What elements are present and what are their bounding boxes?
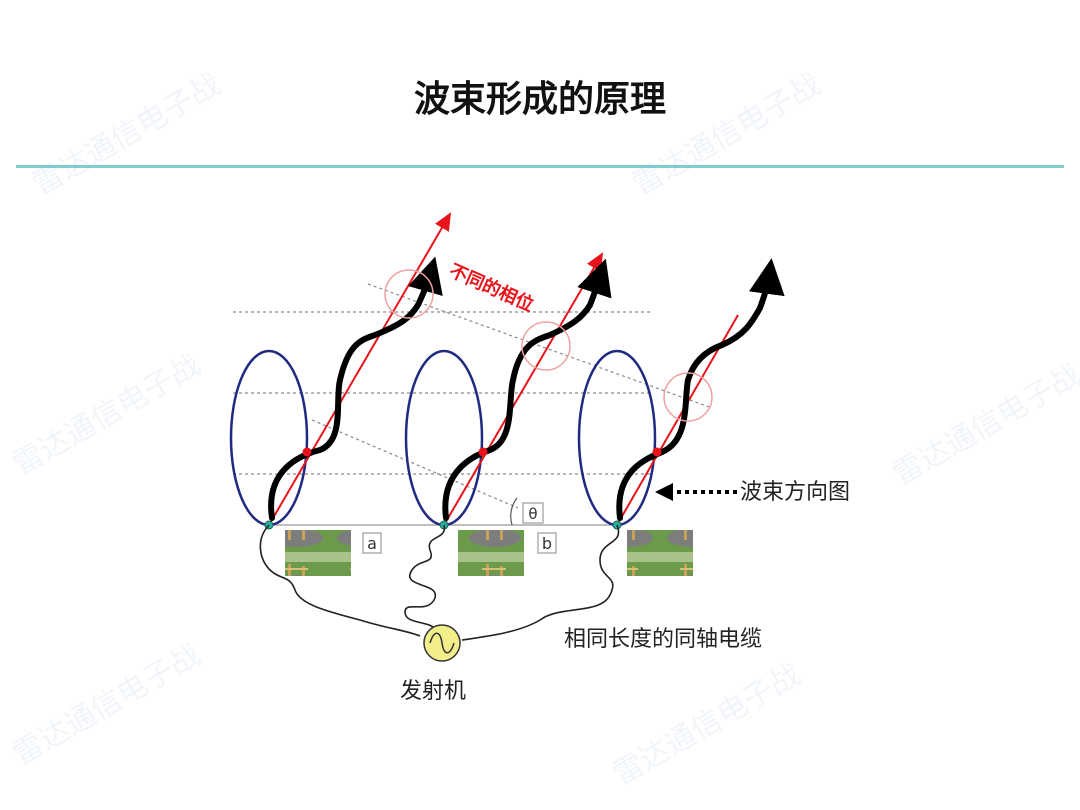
theta-label: θ	[528, 505, 537, 523]
phase-arrows	[268, 212, 739, 526]
phase-arrow-1	[268, 212, 452, 526]
beam-direction-pointer	[655, 483, 737, 501]
phase-circle-1	[384, 269, 434, 319]
label-b: b	[542, 534, 552, 553]
phase-label: 不同的相位	[446, 259, 537, 316]
phase-points	[302, 447, 662, 457]
sine-icon	[429, 632, 455, 654]
label-a-box	[362, 532, 382, 554]
phase-circles	[384, 269, 713, 422]
phase-arrow-2	[443, 252, 604, 526]
antenna-site-image-3	[627, 530, 693, 576]
antenna-site-images	[285, 530, 693, 576]
coaxial-cables	[259, 524, 620, 641]
theta-arc	[510, 497, 518, 526]
transmitter-symbol	[423, 624, 461, 662]
label-a: a	[367, 534, 377, 553]
wavefront-line-lower	[311, 419, 519, 509]
label-b-box	[537, 532, 557, 554]
title-divider	[16, 165, 1064, 168]
transmitter-label: 发射机	[400, 679, 466, 704]
phase-point-3	[652, 447, 662, 457]
cable-middle	[404, 524, 446, 631]
phase-point-2	[478, 447, 488, 457]
cable-left	[259, 524, 421, 637]
beam-direction-arrowhead	[655, 483, 673, 501]
beam-direction-label: 波束方向图	[740, 480, 850, 505]
phase-circle-3	[663, 372, 713, 422]
wave-path-2	[442, 258, 612, 521]
phase-point-1	[302, 447, 312, 457]
theta-box	[522, 502, 544, 524]
wave-path-1	[268, 256, 443, 521]
page-title: 波束形成的原理	[413, 79, 666, 120]
horizontal-guides	[233, 311, 652, 475]
antenna-site-image-2	[458, 530, 524, 576]
cable-label: 相同长度的同轴电缆	[564, 627, 762, 652]
wave-paths	[268, 256, 785, 521]
wave-path-3	[616, 258, 785, 521]
cable-right	[461, 524, 620, 641]
wavefront-lines	[311, 283, 713, 509]
phase-arrow-3	[616, 314, 739, 526]
phase-circle-2	[521, 321, 571, 371]
antenna-site-image-1	[285, 530, 351, 576]
wavefront-line-upper	[367, 283, 713, 409]
